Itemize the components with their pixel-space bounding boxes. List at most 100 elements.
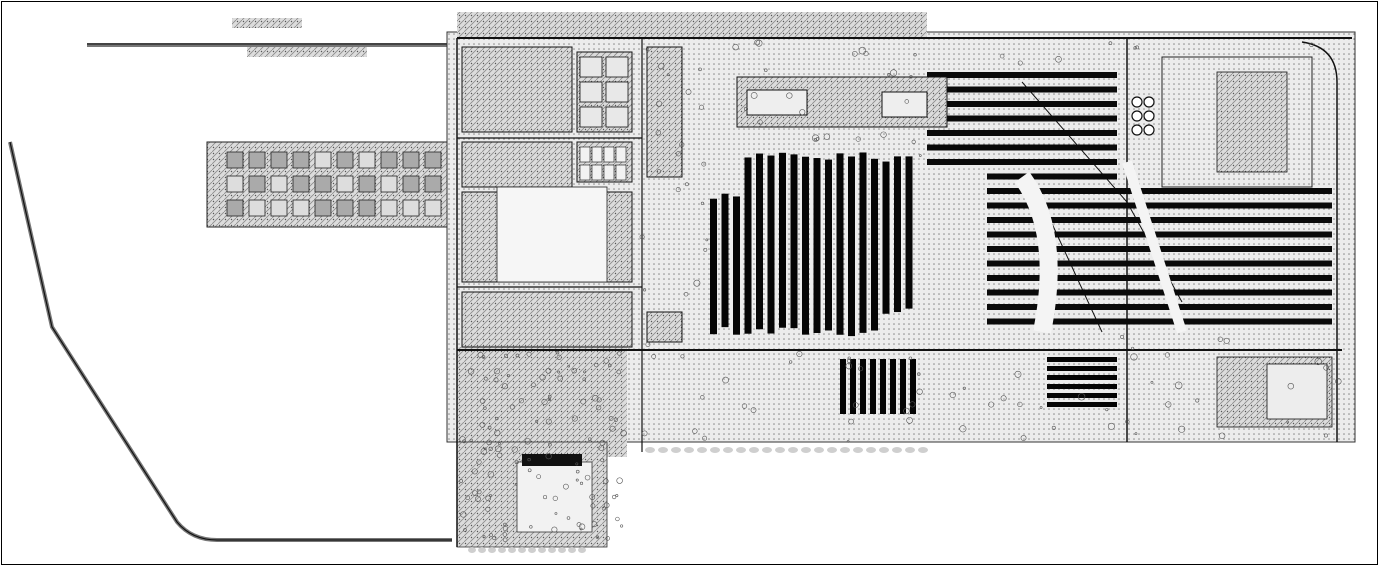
tree [755,39,763,47]
tree [814,138,817,141]
tree [909,401,916,408]
tree [526,351,532,357]
tree [552,495,558,501]
annex-building [358,175,376,193]
tree [502,532,508,537]
tree [949,391,956,399]
annex-building [380,199,398,217]
solar-panel-row [721,193,729,328]
tree [1323,364,1330,371]
solar-panel-row [1137,289,1322,296]
solar-panel-row [1047,375,1117,380]
tree [595,535,600,539]
rail-line [87,18,447,57]
solar-panel-row [894,156,901,313]
solar-panel-row [880,359,886,414]
annex-building [314,199,332,217]
tree [498,442,501,445]
edge-blob [762,447,772,453]
industrial-buildings [461,46,683,348]
ground-texture [459,39,1342,543]
tree [620,429,627,437]
tree [503,522,507,527]
tree [620,524,624,528]
tree [1135,45,1139,50]
tree [509,404,515,410]
annex-building [358,151,376,169]
warehouse [579,164,591,181]
edge-blob [548,547,556,553]
tree [483,447,487,451]
warehouse [605,106,629,128]
tree [655,129,662,136]
annex-building [270,199,288,217]
solar-panel-row [927,115,1117,122]
storage-tank [1131,96,1143,108]
tree [481,355,486,359]
tree [535,419,539,423]
warehouse [615,146,627,163]
tree [488,446,493,452]
warehouse [605,56,629,78]
tree [479,421,486,428]
solar-panel-row [1047,393,1117,398]
tree [531,382,536,388]
tree [904,99,909,104]
solar-panel-row [870,359,876,414]
tree [1174,381,1183,390]
tree [502,526,509,532]
edge-blob [578,547,586,553]
access-path [1014,171,1058,334]
tree [1017,60,1023,66]
storage-tank [1143,124,1155,136]
solar-array-east [927,72,1332,334]
annex-building [292,199,310,217]
tree [1120,334,1125,339]
edge-blob [736,447,746,453]
annex-building [336,175,354,193]
edge-blob [518,547,526,553]
tree [459,479,464,483]
tree [858,46,867,55]
tree [511,446,518,453]
edge-blob [814,447,824,453]
tree [600,458,605,463]
tree [693,279,701,287]
tree [592,395,599,402]
tree [514,482,518,486]
yard [496,186,608,283]
tree [732,43,739,51]
warehouse [579,56,603,78]
tree [906,417,913,424]
solar-panel-row [850,359,856,414]
solar-panel-row [825,159,832,331]
tree [913,53,917,57]
tree [1055,56,1062,63]
solar-panel-row [882,161,890,314]
tree [472,490,478,496]
solar-panel-row [987,188,1332,194]
tree [608,363,612,368]
tree [1105,408,1109,412]
tree [571,367,578,374]
tree [699,104,705,110]
annex-building [424,199,442,217]
tree [1178,425,1186,433]
tree [908,356,913,361]
tree [855,136,861,142]
tree [615,516,620,522]
solar-array-west [710,152,913,337]
edge-blob [788,447,798,453]
tree [680,354,685,359]
solar-panel-row [905,156,913,309]
tree [1309,42,1314,48]
annex-building [424,175,442,193]
solar-panel-row [1137,275,1322,281]
tree [698,67,702,72]
solar-panel-row [927,101,1117,107]
tree [497,452,503,458]
tree [1286,420,1290,424]
solar-panel-row [927,86,1117,93]
tree [679,142,685,148]
